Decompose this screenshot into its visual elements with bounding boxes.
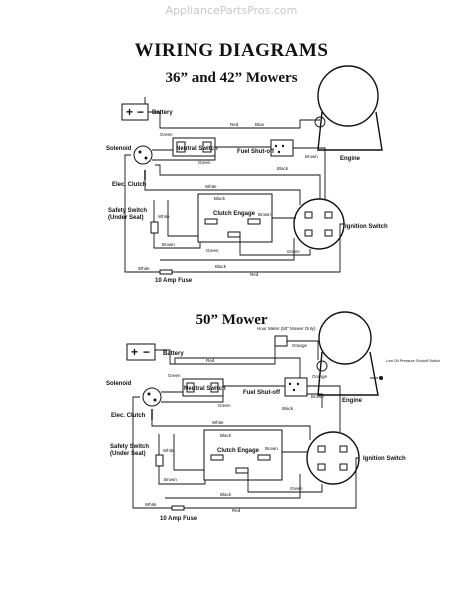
- diagram1-solenoid: [133, 145, 153, 165]
- diagram1-ignition-switch: [293, 198, 345, 250]
- diagram2-battery: + −: [126, 343, 156, 361]
- diagram2-fuel-shutoff: [284, 377, 308, 397]
- svg-text:−: −: [137, 105, 144, 119]
- diagram2-wire-green-3: Green: [290, 486, 303, 491]
- diagram2-under-seat-label: (Under Seat): [110, 451, 146, 457]
- diagram2-wire-orange: Orange: [292, 343, 308, 348]
- svg-text:−: −: [143, 345, 150, 359]
- diagram2-clutch-engage-label: Clutch Engage: [217, 448, 260, 454]
- diagram2-wire-brown-2: Brown: [265, 446, 278, 451]
- diagram1-fuel-shutoff: [270, 139, 294, 157]
- diagram2-hour-meter: [274, 335, 288, 347]
- diagram2-wire-black-2: Black: [220, 433, 232, 438]
- diagram1-elec-clutch-label: Elec. Clutch: [112, 182, 147, 188]
- diagram2-wire-red-2: Red: [232, 508, 241, 513]
- diagram2: Engine Low Oil Pressure Shutoff Switch H…: [106, 311, 440, 522]
- diagram2-low-oil-label: Low Oil Pressure Shutoff Switch: [386, 359, 440, 363]
- diagram2-heading: 50” Mower: [195, 312, 268, 328]
- diagram2-wire-red: Red: [206, 358, 215, 363]
- diagram1-wire-red: Red: [230, 122, 239, 127]
- diagram1-wire-green-2: Green: [198, 160, 211, 165]
- diagram1-solenoid-label: Solenoid: [106, 146, 132, 152]
- diagram1-clutch-engage-label: Clutch Engage: [213, 211, 256, 217]
- diagram1-ignition-switch-label: Ignition Switch: [345, 224, 388, 230]
- diagram1-wire-blue: Blue: [255, 122, 265, 127]
- diagram1-fuse-label: 10 Amp Fuse: [155, 278, 193, 284]
- diagram2-wire-labels: Red Orange Green Green Orange Brown Blac…: [145, 343, 328, 513]
- diagram1-wire-labels: Red Blue Green Green Brown Black White W…: [138, 122, 318, 277]
- diagram1-neutral-switch: [172, 137, 216, 157]
- diagram2-wire-black-3: Black: [220, 492, 232, 497]
- diagram2-wires: [132, 340, 378, 509]
- diagram2-neutral-switch: [182, 378, 224, 397]
- diagram2-hour-meter-label: Hour Meter (50” Mower Only): [257, 326, 316, 331]
- page-title: WIRING DIAGRAMS: [134, 40, 329, 61]
- diagram2-fuse: [171, 505, 185, 511]
- diagram1-clutch-engage: [197, 193, 273, 243]
- diagram1-wire-green-3: Green: [206, 248, 219, 253]
- svg-text:+: +: [126, 105, 133, 119]
- diagram2-elec-clutch-label: Elec. Clutch: [111, 413, 146, 419]
- diagram1: Engine + − Battery Solenoid Neutral Swit…: [106, 65, 388, 284]
- diagram1-wire-black: Black: [277, 166, 289, 171]
- diagram2-safety-switch: [155, 454, 164, 467]
- diagram2-wire-white-2: White: [163, 448, 175, 453]
- diagram1-wire-brown: Brown: [305, 154, 318, 159]
- diagram2-wire-green: Green: [168, 373, 181, 378]
- diagram1-battery: + −: [121, 97, 149, 121]
- diagram2-solenoid: [142, 387, 162, 407]
- watermark: AppliancePartsPros.com: [165, 4, 298, 17]
- diagram1-neutral-switch-label: Neutral Switch: [176, 146, 218, 152]
- diagram2-solenoid-label: Solenoid: [106, 381, 132, 387]
- diagram1-fuse: [159, 269, 173, 275]
- diagram1-wire-green: Green: [160, 132, 173, 137]
- diagram1-safety-switch-label: Safety Switch: [108, 208, 147, 214]
- diagram1-engine: [314, 65, 383, 151]
- diagram2-engine: [316, 311, 379, 396]
- diagram1-fuel-shutoff-label: Fuel Shut-off: [237, 149, 275, 155]
- diagram2-wire-brown: Brown: [311, 394, 324, 399]
- diagram1-heading: 36” and 42” Mowers: [165, 70, 298, 86]
- diagram1-wire-green-4: Green: [287, 249, 300, 254]
- diagram2-safety-switch-label: Safety Switch: [110, 444, 149, 450]
- diagram1-under-seat-label: (Under Seat): [108, 215, 144, 221]
- diagram1-engine-label: Engine: [340, 156, 361, 162]
- diagram2-ignition-switch-label: Ignition Switch: [363, 456, 406, 462]
- diagram1-wire-red-2: Red: [250, 272, 259, 277]
- diagram1-wire-brown-3: Brown: [162, 242, 175, 247]
- diagram2-neutral-switch-label: Neutral Switch: [184, 386, 226, 392]
- svg-text:+: +: [131, 345, 138, 359]
- diagram2-wire-green-2: Green: [218, 403, 231, 408]
- diagram2-wire-black: Black: [282, 406, 294, 411]
- diagram2-engine-label: Engine: [342, 398, 363, 404]
- diagram2-wire-white-3: White: [145, 502, 157, 507]
- diagram1-wire-white: White: [205, 184, 217, 189]
- diagram2-wire-brown-3: Brown: [164, 477, 177, 482]
- diagram1-wire-white-3: White: [138, 266, 150, 271]
- diagram2-ignition-switch: [306, 431, 360, 485]
- diagram2-low-oil-switch: [379, 376, 383, 380]
- diagram2-fuse-label: 10 Amp Fuse: [160, 516, 198, 522]
- diagram2-battery-label: Battery: [163, 351, 184, 357]
- diagram1-wire-brown-2: Brown: [258, 212, 271, 217]
- diagram1-battery-label: Battery: [152, 110, 173, 116]
- diagram1-wire-black-3: Black: [215, 264, 227, 269]
- diagram1-safety-switch: [150, 221, 159, 234]
- diagram2-clutch-engage: [203, 429, 283, 481]
- diagram1-wire-white-2: White: [158, 214, 170, 219]
- diagram1-wire-black-2: Black: [214, 196, 226, 201]
- diagram1-wires: [124, 111, 344, 273]
- diagram2-fuel-shutoff-label: Fuel Shut-off: [243, 390, 281, 396]
- diagram2-wire-white: White: [212, 420, 224, 425]
- diagram2-wire-orange-2: Orange: [312, 374, 328, 379]
